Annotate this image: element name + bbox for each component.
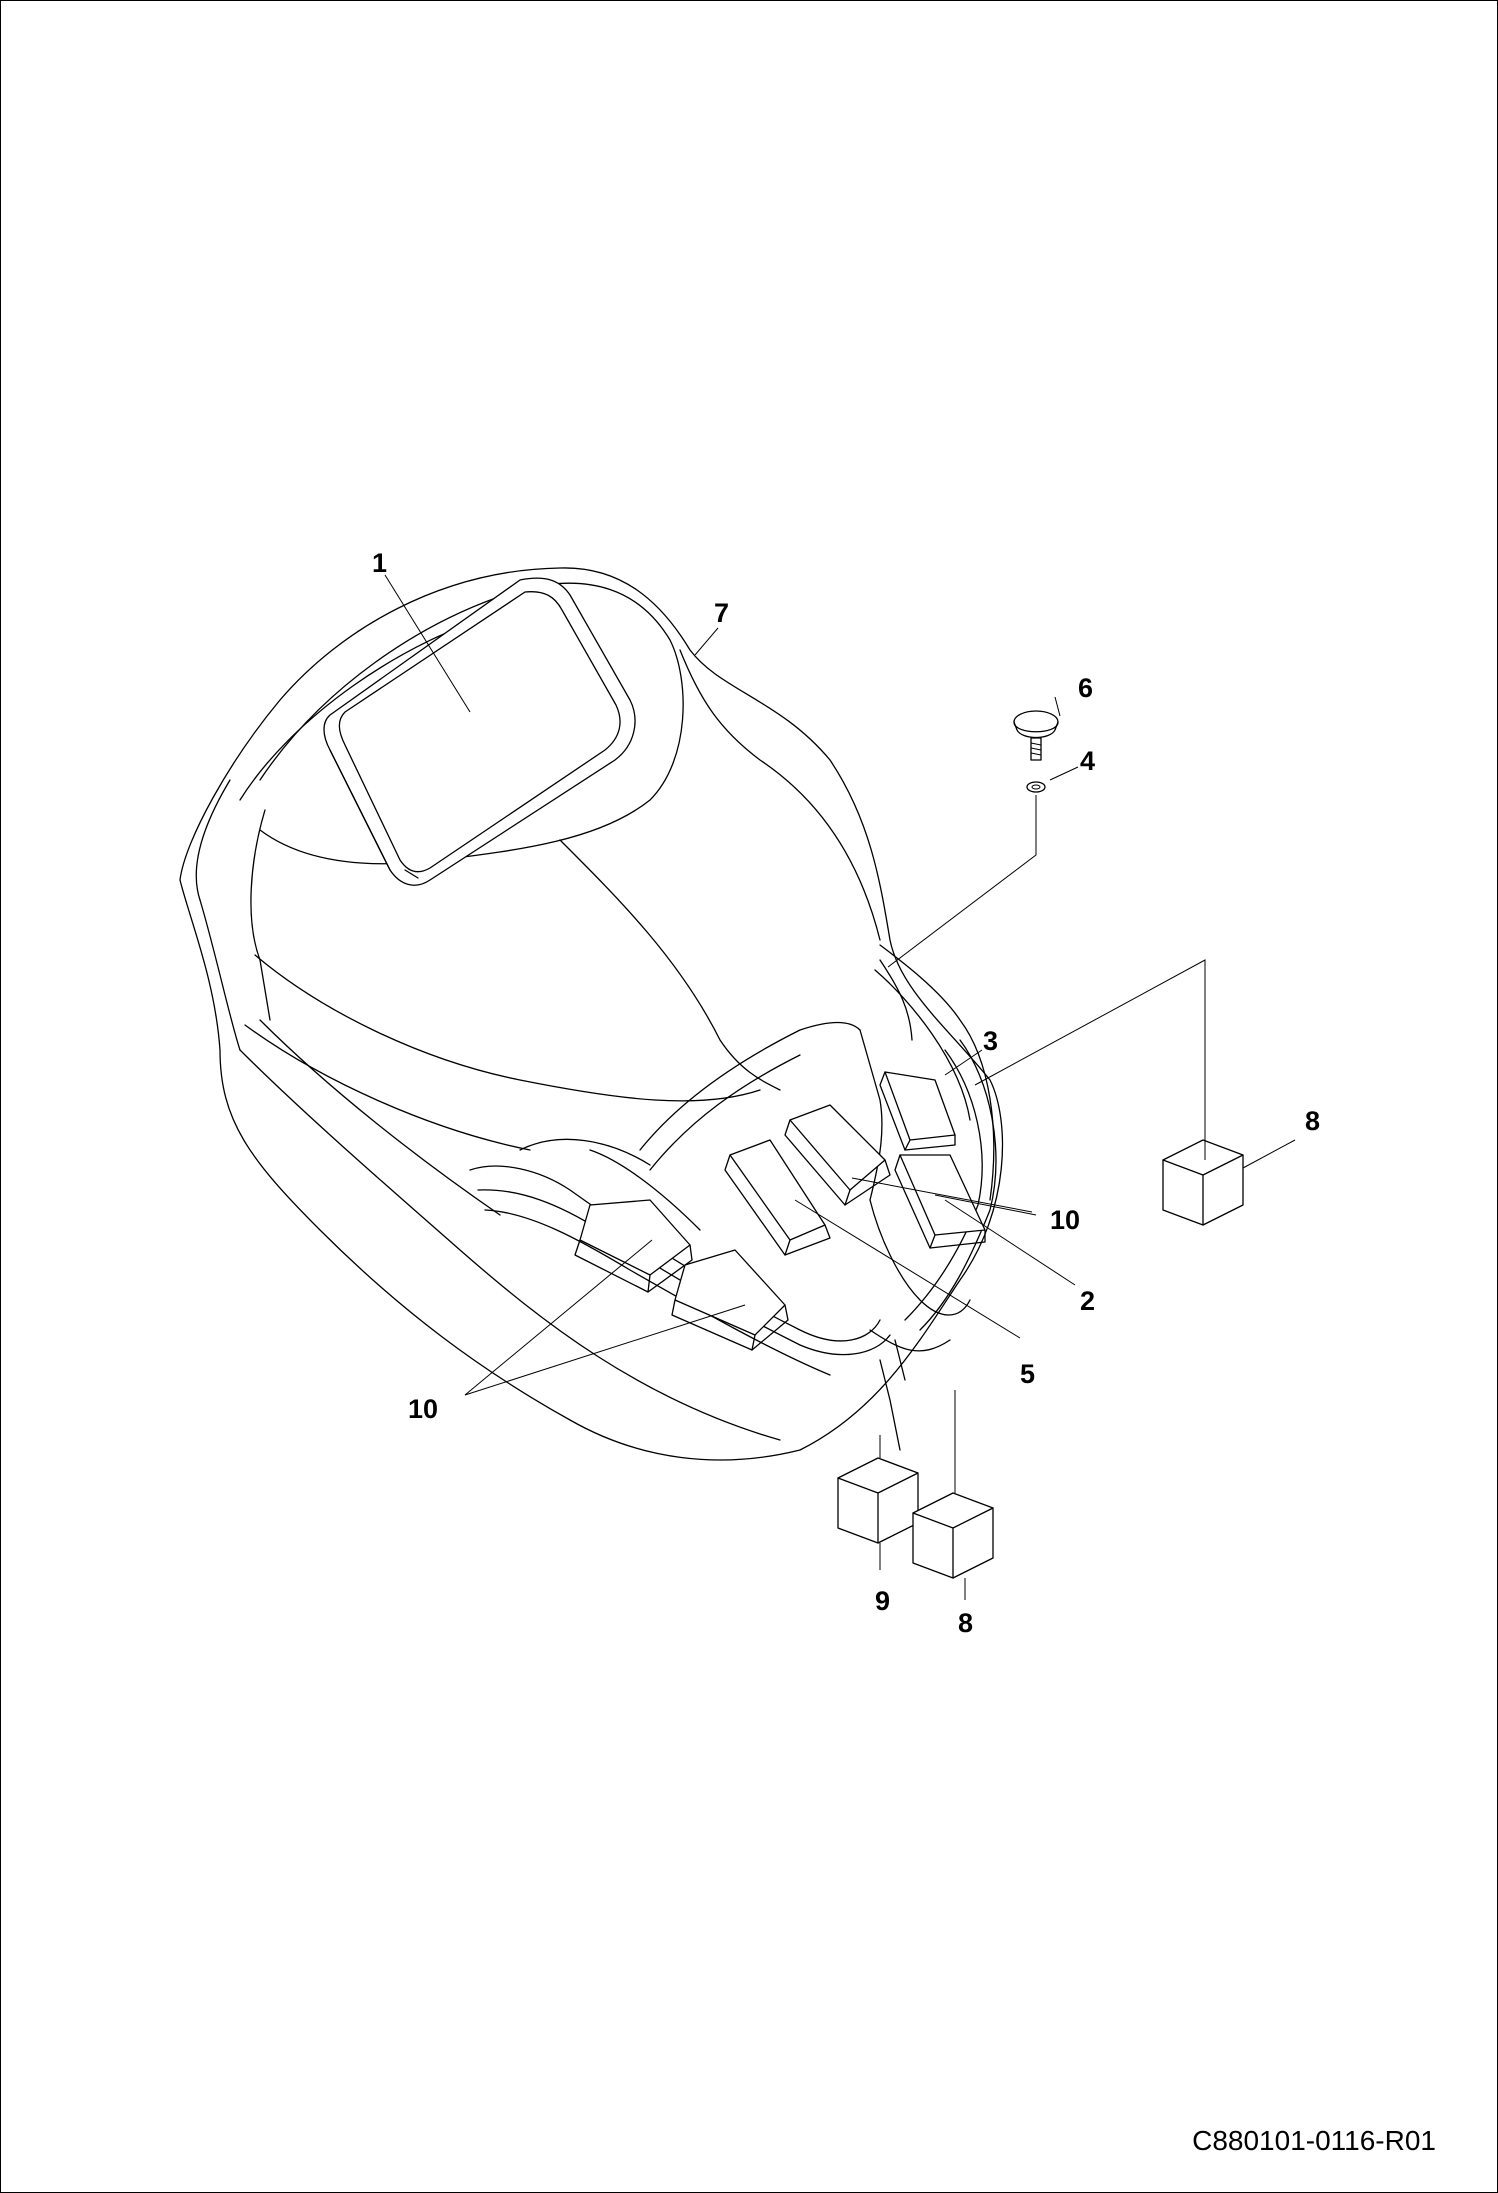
switch-5 bbox=[724, 1139, 831, 1256]
callout-10-right: 10 bbox=[1050, 1205, 1080, 1235]
box-8-bottom bbox=[912, 1492, 994, 1579]
callout-10-left: 10 bbox=[408, 1394, 438, 1424]
callout-8-right: 8 bbox=[1305, 1106, 1320, 1136]
callout-9: 9 bbox=[875, 1586, 890, 1616]
switch-3 bbox=[879, 1071, 956, 1151]
callout-6: 6 bbox=[1078, 673, 1093, 703]
callout-5: 5 bbox=[1020, 1359, 1035, 1389]
leader-lines bbox=[384, 574, 1296, 1600]
display-panel bbox=[323, 577, 636, 886]
callout-3: 3 bbox=[983, 1026, 998, 1056]
box-9 bbox=[837, 1457, 919, 1544]
washer bbox=[1026, 781, 1046, 793]
document-number: C880101-0116-R01 bbox=[1192, 2125, 1436, 2156]
switch-10-upper bbox=[784, 1104, 891, 1206]
knob bbox=[1013, 710, 1059, 761]
switch-10-right bbox=[671, 1249, 789, 1351]
callout-8-bottom: 8 bbox=[958, 1608, 973, 1638]
callout-2: 2 bbox=[1080, 1286, 1095, 1316]
box-8-right bbox=[1162, 1139, 1244, 1226]
callout-4: 4 bbox=[1080, 746, 1095, 776]
callout-numbers: 1 7 6 4 3 8 10 2 5 10 9 8 bbox=[372, 548, 1320, 1638]
callout-7: 7 bbox=[714, 598, 729, 628]
callout-1: 1 bbox=[372, 548, 387, 578]
switch-10-left bbox=[574, 1199, 693, 1293]
